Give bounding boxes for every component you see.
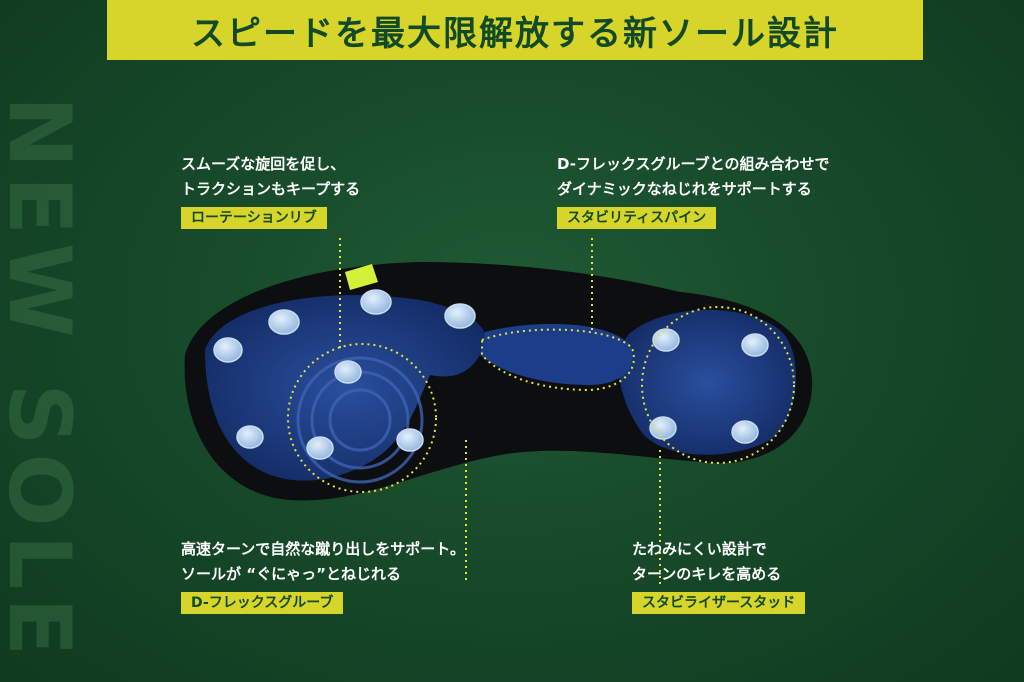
page-title: スピードを最大限解放する新ソール設計	[191, 13, 839, 54]
callout-text: D-フレックスグルーブとの組み合わせで	[557, 155, 830, 173]
callout-text: スムーズな旋回を促し、	[181, 155, 346, 173]
forefoot-studs	[213, 289, 476, 460]
callout-text: ターンのキレを高める	[632, 565, 782, 583]
callout-rotation-rib: スムーズな旋回を促し、 トラクションもキープする ローテーションリブ	[181, 152, 360, 229]
neon-accent	[345, 264, 378, 290]
callout-stabilizer-stud: たわみにくい設計で ターンのキレを高める スタビライザースタッド	[632, 537, 806, 614]
rotation-rib-highlight	[287, 238, 437, 493]
callout-text: 高速ターンで自然な蹴り出しをサポート。	[181, 540, 465, 558]
heel-plate	[618, 309, 797, 455]
callout-tag: スタビリティスパイン	[557, 207, 717, 229]
callout-tag: D-フレックスグルーブ	[181, 592, 344, 614]
callout-text: ダイナミックなねじれをサポートする	[557, 180, 812, 198]
stabilizer-stud-highlight	[641, 306, 795, 585]
stability-spine-highlight	[481, 238, 635, 392]
callout-stability-spine: D-フレックスグルーブとの組み合わせで ダイナミックなねじれをサポートする スタ…	[557, 152, 829, 229]
stability-spine	[480, 323, 633, 385]
callout-text: ソールが “ぐにゃっ”とねじれる	[181, 565, 401, 583]
callout-text: トラクションもキープする	[181, 180, 361, 198]
callout-tag: スタビライザースタッド	[632, 592, 806, 614]
callout-text: たわみにくい設計で	[632, 540, 767, 558]
title-banner: スピードを最大限解放する新ソール設計	[107, 0, 923, 60]
forefoot-plate	[205, 295, 487, 481]
callout-d-flex-groove: 高速ターンで自然な蹴り出しをサポート。 ソールが “ぐにゃっ”とねじれる D-フ…	[181, 537, 465, 614]
callout-tag: ローテーションリブ	[181, 207, 327, 229]
